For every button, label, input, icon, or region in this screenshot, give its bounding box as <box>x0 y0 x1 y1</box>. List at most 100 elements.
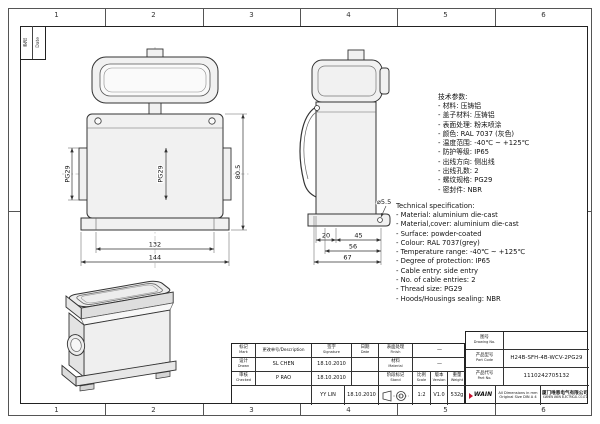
third-angle-projection-symbol <box>382 389 409 402</box>
tb-label-description: 更改单号/Description <box>256 344 312 358</box>
tb-label-signature-en: Signature <box>323 350 340 354</box>
spec-en-item: - Cable entry: side entry <box>396 266 479 275</box>
tb-company-cell: 厦门唯恩电气有限公司 XIAMEN WAIN ELECTRICAL CO.LTD <box>541 386 589 405</box>
dim-side-56: 56 <box>324 228 381 254</box>
tb-label-part-no-cn: 产品代号 <box>475 371 494 377</box>
spec-en-item: - Material,cover: aluminium die-cast <box>396 220 519 229</box>
grid-col-label: 4 <box>346 11 351 19</box>
grid-col-label: 5 <box>443 406 448 414</box>
spec-en-item: - Material: aluminium die-cast <box>396 211 498 219</box>
cable-entry-boss-right <box>222 147 232 201</box>
frame-tick <box>300 8 301 26</box>
iso-base-left <box>61 364 77 387</box>
tb-label-weight-cn: 重量 <box>452 373 462 379</box>
tb-checked-date: 18.10.2010 <box>312 372 352 386</box>
tb-label-date-en: Date <box>360 350 370 354</box>
frame-tick <box>397 8 398 26</box>
tb-note-line2: Original Size DIN A 4 <box>499 394 537 399</box>
spec-cn-item: - 螺纹规格: PG29 <box>438 176 493 185</box>
mounting-hole <box>377 217 383 223</box>
dim-label-132: 132 <box>149 241 161 249</box>
tb-label-scale-cn: 比例 <box>417 373 426 379</box>
iso-foot <box>79 383 95 392</box>
spec-cn-item: - 温度范围: -40℃ ~ +125℃ <box>438 139 530 148</box>
grid-col-label: 3 <box>249 406 254 414</box>
frame-tick <box>203 404 204 416</box>
tb-label-part-no-en: Part No. <box>477 376 492 380</box>
dim-label-pg29-left: PG29 <box>64 165 72 182</box>
dim-label-56: 56 <box>349 243 357 251</box>
tb-label-version-cn: 版本 <box>434 373 444 379</box>
tb-company-name-en: XIAMEN WAIN ELECTRICAL CO.LTD <box>542 395 588 400</box>
grid-col-label: 6 <box>541 406 546 414</box>
mounting-foot <box>307 213 391 227</box>
frame-tick <box>495 404 496 416</box>
housing-body-profile <box>315 101 377 215</box>
tb-checked-name: P RAO <box>256 372 312 386</box>
tb-material-value: — <box>413 358 466 372</box>
spec-block-cn: 技术参数: - 材料: 压铸铝 - 盖子材料: 压铸铝 - 表面处理: 粉末喷涂… <box>438 92 529 195</box>
tb-label-drawing-no-en: Drawing No. <box>473 340 496 344</box>
tb-note-line1: All Dimensions in mm <box>498 390 538 395</box>
tb-scale-value: 1:2 <box>413 386 431 405</box>
tb-approved-name: YY LIN <box>312 386 345 405</box>
tb-company-name-cn: 厦门唯恩电气有限公司 <box>542 391 588 397</box>
tb-note-cell: All Dimensions in mm Original Size DIN A… <box>496 386 541 405</box>
wain-logo-mark <box>468 392 473 399</box>
lever-pivot <box>314 105 320 111</box>
tb-part-code-value: H24B-SFH-4B-WCV-2PG29 <box>504 350 589 368</box>
front-view: PG29 PG29 80.5 132 <box>62 47 250 268</box>
frame-tick <box>397 404 398 416</box>
tb-weight-value: 532g <box>450 391 464 398</box>
side-view: ⌀5.5 20 45 56 67 <box>299 49 392 265</box>
screw <box>94 117 102 125</box>
grid-col-label: 3 <box>249 11 254 19</box>
tb-label-stand-en: Stand <box>390 378 401 382</box>
spec-cn-item: - 防护等级: IP65 <box>438 148 490 157</box>
dim-label-80-5: 80.5 <box>234 165 242 179</box>
spec-cn-item: - 表面处理: 粉末喷涂 <box>438 120 502 129</box>
dim-side-67: 67 <box>313 216 381 265</box>
dim-label-67: 67 <box>343 254 351 262</box>
grid-col-label: 4 <box>346 406 351 414</box>
tb-drawing-no-value <box>504 332 589 350</box>
tb-label-version-en: Version <box>432 378 446 382</box>
frame-tick <box>105 404 106 416</box>
cover-profile-inner <box>317 65 377 97</box>
tb-label-part-code-en: Part Code <box>476 358 493 362</box>
grid-col-label: 1 <box>54 11 59 19</box>
dim-label-pg29-right: PG29 <box>157 165 165 182</box>
dim-side-20-45: 20 45 <box>315 216 382 265</box>
dim-label-144: 144 <box>149 254 161 262</box>
iso-foot <box>155 370 171 380</box>
locking-lever-inner <box>303 110 319 180</box>
tb-logo-cell: WAIN <box>466 386 496 405</box>
grid-col-label: 5 <box>443 11 448 19</box>
locking-lever <box>299 105 319 198</box>
tb-drawn-name: SL CHEN <box>256 358 312 372</box>
tb-label-drawn-cn: 设计 <box>239 359 248 365</box>
mounting-base <box>80 217 230 231</box>
tb-label-finish-en: Finish <box>390 350 401 354</box>
dim-label-hole: ⌀5.5 <box>377 198 391 206</box>
cover-gasket-inner <box>103 67 207 93</box>
frame-tick <box>588 211 592 212</box>
spec-cn-item: - 材料: 压铸铝 <box>438 102 482 110</box>
tb-label-signature-cn: 签字 <box>327 345 336 351</box>
dim-height: 80.5 <box>225 113 247 231</box>
frame-tick <box>495 8 496 26</box>
spec-en-item: - Degree of protection: IP65 <box>396 257 491 266</box>
frame-tick <box>8 211 20 212</box>
frame-tick <box>203 8 204 26</box>
spec-en-item: - Surface: powder-coated <box>396 229 482 238</box>
spec-en-title: Technical specification: <box>396 202 475 210</box>
tb-empty-cell <box>352 372 379 386</box>
spec-block-en: Technical specification: - Material: alu… <box>396 201 525 304</box>
